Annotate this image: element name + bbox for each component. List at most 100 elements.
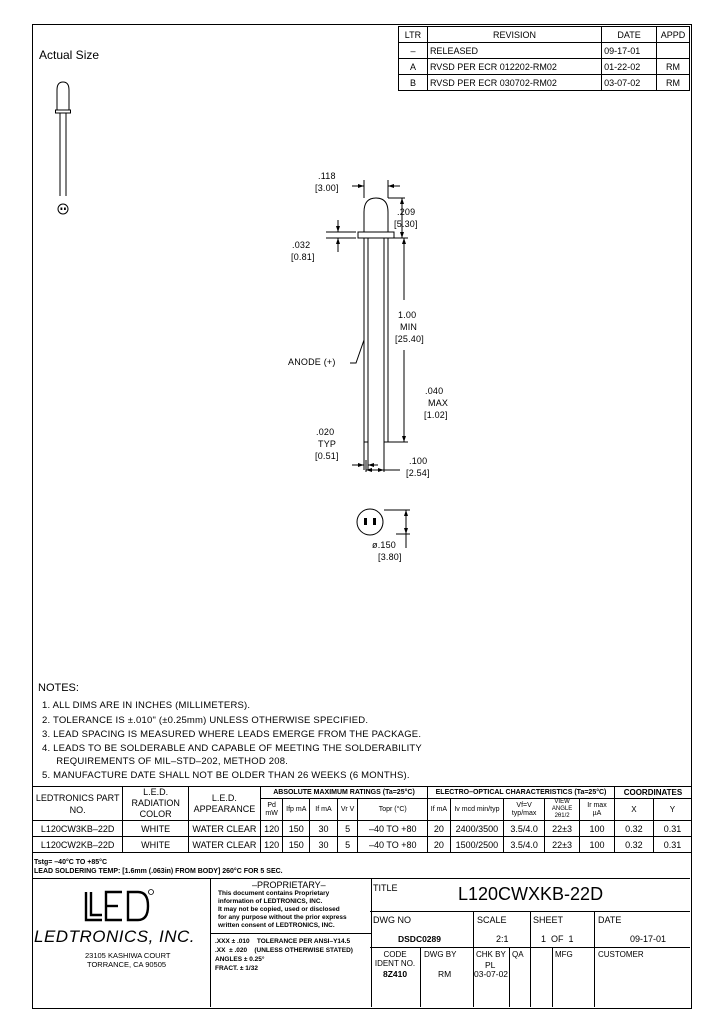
rev-header-ltr: LTR: [398, 26, 428, 43]
tb-line: [509, 947, 510, 1007]
proprietary-title: –PROPRIETARY–: [252, 880, 326, 890]
actual-size-label: Actual Size: [39, 48, 100, 62]
rev-header-appd: APPD: [656, 26, 690, 43]
led-mechanical-drawing: [326, 180, 410, 548]
qa-label: QA: [512, 950, 524, 959]
spec-cell: 20: [427, 836, 451, 853]
spec-cell: 22±3: [544, 820, 581, 837]
code-label: CODE IDENT NO.: [374, 950, 416, 968]
spec-row: L120CW2KB–22D WHITE WATER CLEAR 120 150 …: [31, 836, 693, 853]
spec-header-color: L.E.D. RADIATION COLOR: [122, 786, 190, 821]
spec-header-part: LEDTRONICS PART NO.: [31, 786, 124, 821]
proprietary-line: for any purpose without the prior expres…: [218, 914, 347, 921]
tolerance-box: [210, 933, 372, 1007]
spec-cell: 100: [579, 820, 615, 837]
tb-line: [594, 911, 595, 1007]
rev-cell: RM: [656, 58, 690, 75]
dim-118: .118: [318, 171, 336, 181]
spec-table: LEDTRONICS PART NO. L.E.D. RADIATION COL…: [31, 786, 693, 853]
spec-cell: 22±3: [544, 836, 581, 853]
date-value: 09-17-01: [630, 934, 667, 944]
tolerance-line: .XXX ± .010 TOLERANCE PER ANSI–Y14.5: [215, 938, 351, 945]
rev-cell: B: [398, 74, 428, 91]
spec-cell: L120CW3KB–22D: [31, 820, 124, 837]
company-name: LEDTRONICS, INC.: [34, 927, 196, 946]
dim-100-length: 1.00: [398, 310, 417, 320]
rev-cell: RELEASED: [426, 42, 603, 59]
customer-label: CUSTOMER: [598, 950, 644, 959]
rev-cell: –: [398, 42, 428, 59]
chk-date: 03-07-02: [474, 969, 509, 979]
spec-cell: WATER CLEAR: [188, 836, 261, 853]
rev-cell: RVSD PER ECR 012202-RM02: [426, 58, 603, 75]
spec-sub-pd: Pd mW: [259, 798, 284, 821]
code-value: 8Z410: [383, 969, 408, 979]
rev-cell: 09-17-01: [601, 42, 657, 59]
spec-cell: 1500/2500: [449, 836, 505, 853]
company-address-1: 23105 KASHIWA COURT: [85, 951, 171, 960]
spec-cell: 0.31: [652, 836, 693, 853]
note-line: 2. TOLERANCE IS ±.010" (±0.25mm) UNLESS …: [42, 715, 369, 726]
ledtronics-logo-icon: [84, 889, 154, 922]
dim-100-pitch-mm: [2.54]: [406, 468, 430, 478]
solder-temp-line: LEAD SOLDERING TEMP: [1.6mm (.063in) FRO…: [34, 868, 283, 875]
spec-sub-if: If mA: [309, 798, 338, 821]
spec-cell: 30: [309, 836, 338, 853]
dim-100-length-mm: [25.40]: [395, 334, 424, 344]
spec-cell: 3.5/4.0: [503, 820, 546, 837]
spec-cell: WHITE: [122, 836, 190, 853]
dwg-no-value: DSDC0289: [398, 934, 441, 944]
storage-temp-line: Tstg= –40°C TO +85°C: [34, 859, 108, 866]
tolerance-line: ANGLES ± 0.25°: [215, 956, 265, 963]
dim-150: ø.150: [372, 540, 397, 550]
notes-title: NOTES:: [38, 682, 79, 694]
spec-cell: –40 TO +80: [357, 836, 429, 853]
dwg-by-value: RM: [438, 969, 452, 979]
actual-size-led-figure: [55, 81, 71, 215]
title-label: TITLE: [373, 883, 398, 893]
spec-sub-ifp: Ifp mA: [282, 798, 311, 821]
rev-cell: RM: [656, 74, 690, 91]
dim-209: .209: [397, 207, 416, 217]
spec-row: L120CW3KB–22D WHITE WATER CLEAR 120 150 …: [31, 820, 693, 837]
scale-label: SCALE: [477, 915, 507, 925]
proprietary-line: It may not be copied, used or disclosed: [218, 906, 340, 913]
dim-032-mm: [0.81]: [291, 252, 315, 262]
spec-sub-y: Y: [652, 798, 693, 821]
spec-sub-view: VIEW ANGLE 2θ1/2: [544, 798, 581, 821]
dim-100-pitch: .100: [409, 456, 428, 466]
rev-cell: [656, 42, 690, 59]
spec-cell: –40 TO +80: [357, 820, 429, 837]
tolerance-line: .XX ± .020 (UNLESS OTHERWISE STATED): [215, 947, 353, 954]
dim-020-typ: TYP: [318, 439, 337, 449]
dim-118-mm: [3.00]: [315, 183, 339, 193]
spec-cell: 0.32: [613, 836, 654, 853]
dim-020-mm: [0.51]: [315, 451, 339, 461]
dwg-by-label: DWG BY: [424, 950, 457, 959]
chk-by-label: CHK BY: [476, 950, 506, 959]
dim-150-mm: [3.80]: [378, 552, 402, 562]
spec-sub-vf: Vf=V typ/max: [503, 798, 546, 821]
page-border: [32, 24, 692, 1009]
proprietary-line: written consent of LEDTRONICS, INC.: [218, 922, 335, 929]
dim-020: .020: [316, 427, 335, 437]
spec-cell: 3.5/4.0: [503, 836, 546, 853]
spec-cell: 0.31: [652, 820, 693, 837]
date-label: DATE: [598, 915, 622, 925]
spec-cell: WATER CLEAR: [188, 820, 261, 837]
tb-line: [473, 911, 474, 1007]
mfg-label: MFG: [555, 950, 573, 959]
spec-sub-iv: Iv mcd min/typ: [449, 798, 505, 821]
rev-cell: 03-07-02: [601, 74, 657, 91]
note-line: 4. LEADS TO BE SOLDERABLE AND CAPABLE OF…: [42, 743, 422, 754]
anode-label: ANODE (+): [288, 357, 336, 367]
note-line: 1. ALL DIMS ARE IN INCHES (MILLIMETERS).: [42, 700, 251, 711]
spec-sub-ir: Ir max µA: [579, 798, 615, 821]
dwg-no-label: DWG NO: [373, 915, 411, 925]
dim-032: .032: [292, 240, 311, 250]
company-address-2: TORRANCE, CA 90505: [87, 960, 167, 969]
scale-value: 2:1: [496, 934, 509, 944]
rev-header-revision: REVISION: [426, 26, 603, 43]
sheet-value: 1 OF 1: [541, 934, 574, 944]
spec-cell: 30: [309, 820, 338, 837]
